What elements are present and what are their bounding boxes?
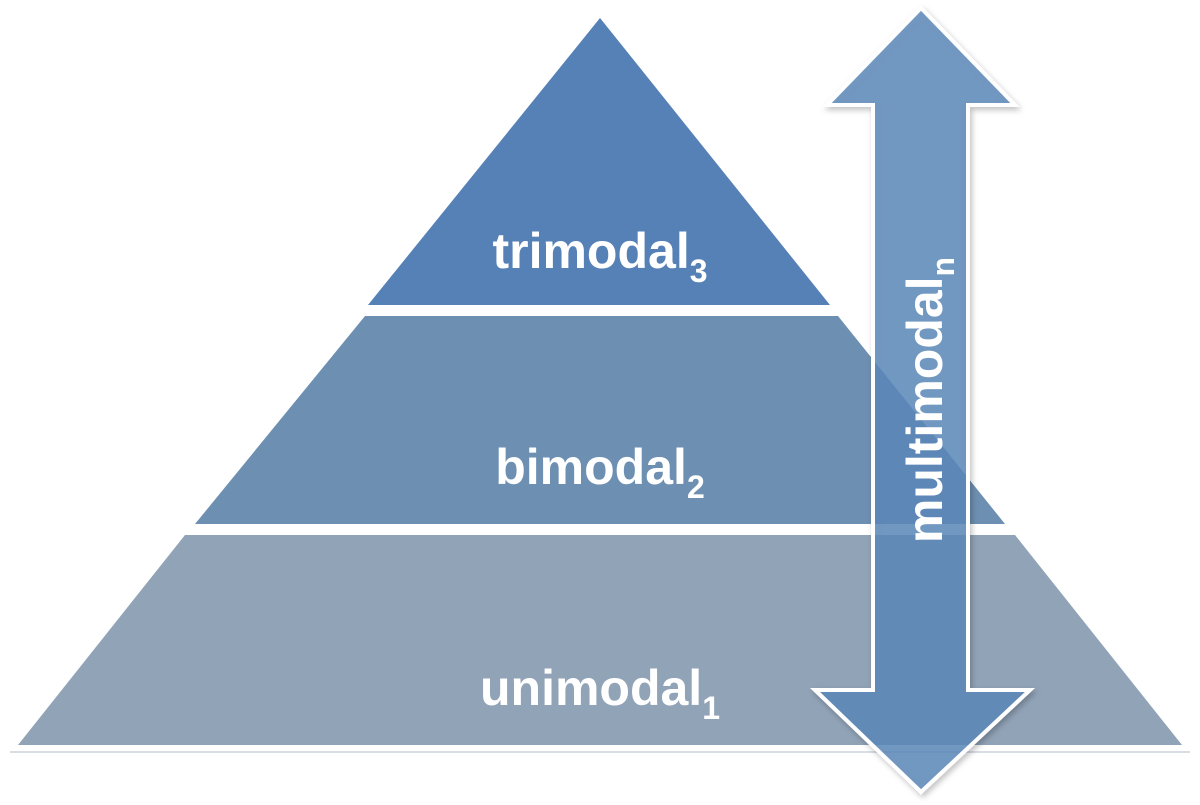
tier-label-trimodal: trimodal3 [492,223,707,289]
tier-label-unimodal: unimodal1 [480,660,720,726]
tier-trimodal [368,18,830,305]
tier-label-bimodal: bimodal2 [495,439,704,505]
double-arrow [810,5,1036,795]
tier-bimodal [195,316,1005,524]
arrow-label-multimodal: multimodaln [897,257,961,543]
